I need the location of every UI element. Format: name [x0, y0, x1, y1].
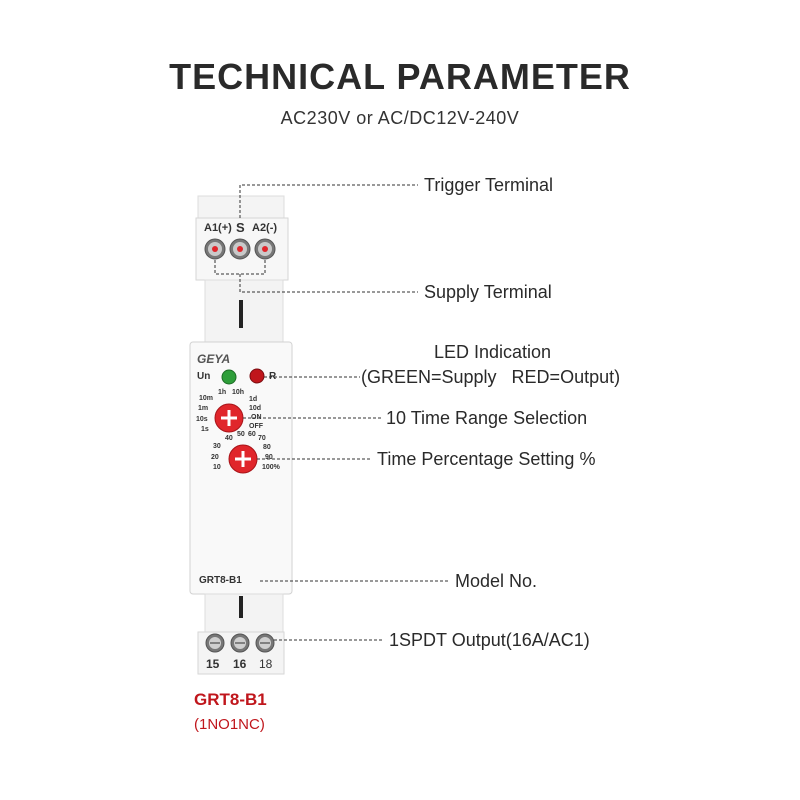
- product-model: GRT8-B1: [194, 690, 267, 709]
- callout-output: 1SPDT Output(16A/AC1): [389, 630, 590, 650]
- voltage-subtitle: AC230V or AC/DC12V-240V: [280, 108, 520, 128]
- bottom-screw-18: [255, 633, 275, 653]
- range-label-1s: 1s: [201, 426, 209, 433]
- upper-slot: [239, 300, 243, 328]
- callout-time-percent: Time Percentage Setting %: [377, 449, 596, 469]
- percent-label-100: 100%: [262, 464, 280, 471]
- lower-neck: [204, 593, 284, 633]
- percent-dial[interactable]: [228, 444, 258, 474]
- range-label-10s: 10s: [196, 416, 208, 423]
- red-led-icon: [249, 368, 265, 384]
- range-label-off: OFF: [249, 423, 263, 430]
- percent-label-10: 10: [213, 464, 221, 471]
- percent-label-60: 60: [248, 431, 256, 438]
- percent-label-80: 80: [263, 444, 271, 451]
- percent-label-90: 90: [265, 454, 273, 461]
- bottom-screw-16: [230, 633, 250, 653]
- range-label-1d: 1d: [249, 396, 258, 403]
- top-screw-a1: [204, 238, 226, 260]
- supply-bracket-line: [214, 260, 266, 275]
- percent-label-70: 70: [258, 435, 266, 442]
- callout-supply-terminal: Supply Terminal: [424, 282, 552, 302]
- terminal-label-18: 18: [259, 657, 273, 671]
- range-label-10m: 10m: [199, 395, 214, 402]
- terminal-label-a1: A1(+): [204, 222, 232, 234]
- range-label-on: ON: [251, 414, 262, 421]
- bottom-screw-15: [205, 633, 225, 653]
- range-label-1m: 1m: [198, 405, 209, 412]
- range-dial[interactable]: [214, 403, 244, 433]
- callout-time-range: 10 Time Range Selection: [386, 408, 588, 428]
- callout-trigger-terminal: Trigger Terminal: [424, 175, 554, 195]
- device-model-label: GRT8-B1: [199, 575, 242, 586]
- range-label-1h: 1h: [218, 389, 227, 396]
- range-label-10h: 10h: [232, 389, 245, 396]
- range-label-10d: 10d: [249, 405, 262, 412]
- led-label-un: Un: [197, 371, 211, 382]
- callout-led-title: LED Indication: [434, 342, 552, 362]
- percent-label-20: 20: [211, 454, 219, 461]
- green-led-icon: [221, 369, 237, 385]
- top-cap: [197, 195, 285, 221]
- callout-model-no: Model No.: [455, 571, 538, 591]
- callout-led-detail: (GREEN=Supply RED=Output): [361, 367, 621, 387]
- terminal-label-15: 15: [206, 657, 220, 671]
- supply-leader-line: [239, 274, 418, 293]
- terminal-label-16: 16: [233, 657, 247, 671]
- upper-neck: [204, 279, 284, 343]
- terminal-label-a2: A2(-): [252, 222, 278, 234]
- percent-label-50: 50: [237, 431, 245, 438]
- led-label-r: R: [269, 371, 277, 382]
- top-screw-a2: [254, 238, 276, 260]
- lower-slot: [239, 596, 243, 618]
- top-screw-s: [229, 238, 251, 260]
- percent-label-40: 40: [225, 435, 233, 442]
- brand-logo: GEYA: [197, 352, 231, 366]
- percent-label-30: 30: [213, 443, 221, 450]
- terminal-label-s: S: [236, 220, 245, 235]
- product-contact-type: (1NO1NC): [194, 716, 265, 733]
- trigger-leader-line: [239, 184, 418, 218]
- page-title: TECHNICAL PARAMETER: [169, 56, 631, 97]
